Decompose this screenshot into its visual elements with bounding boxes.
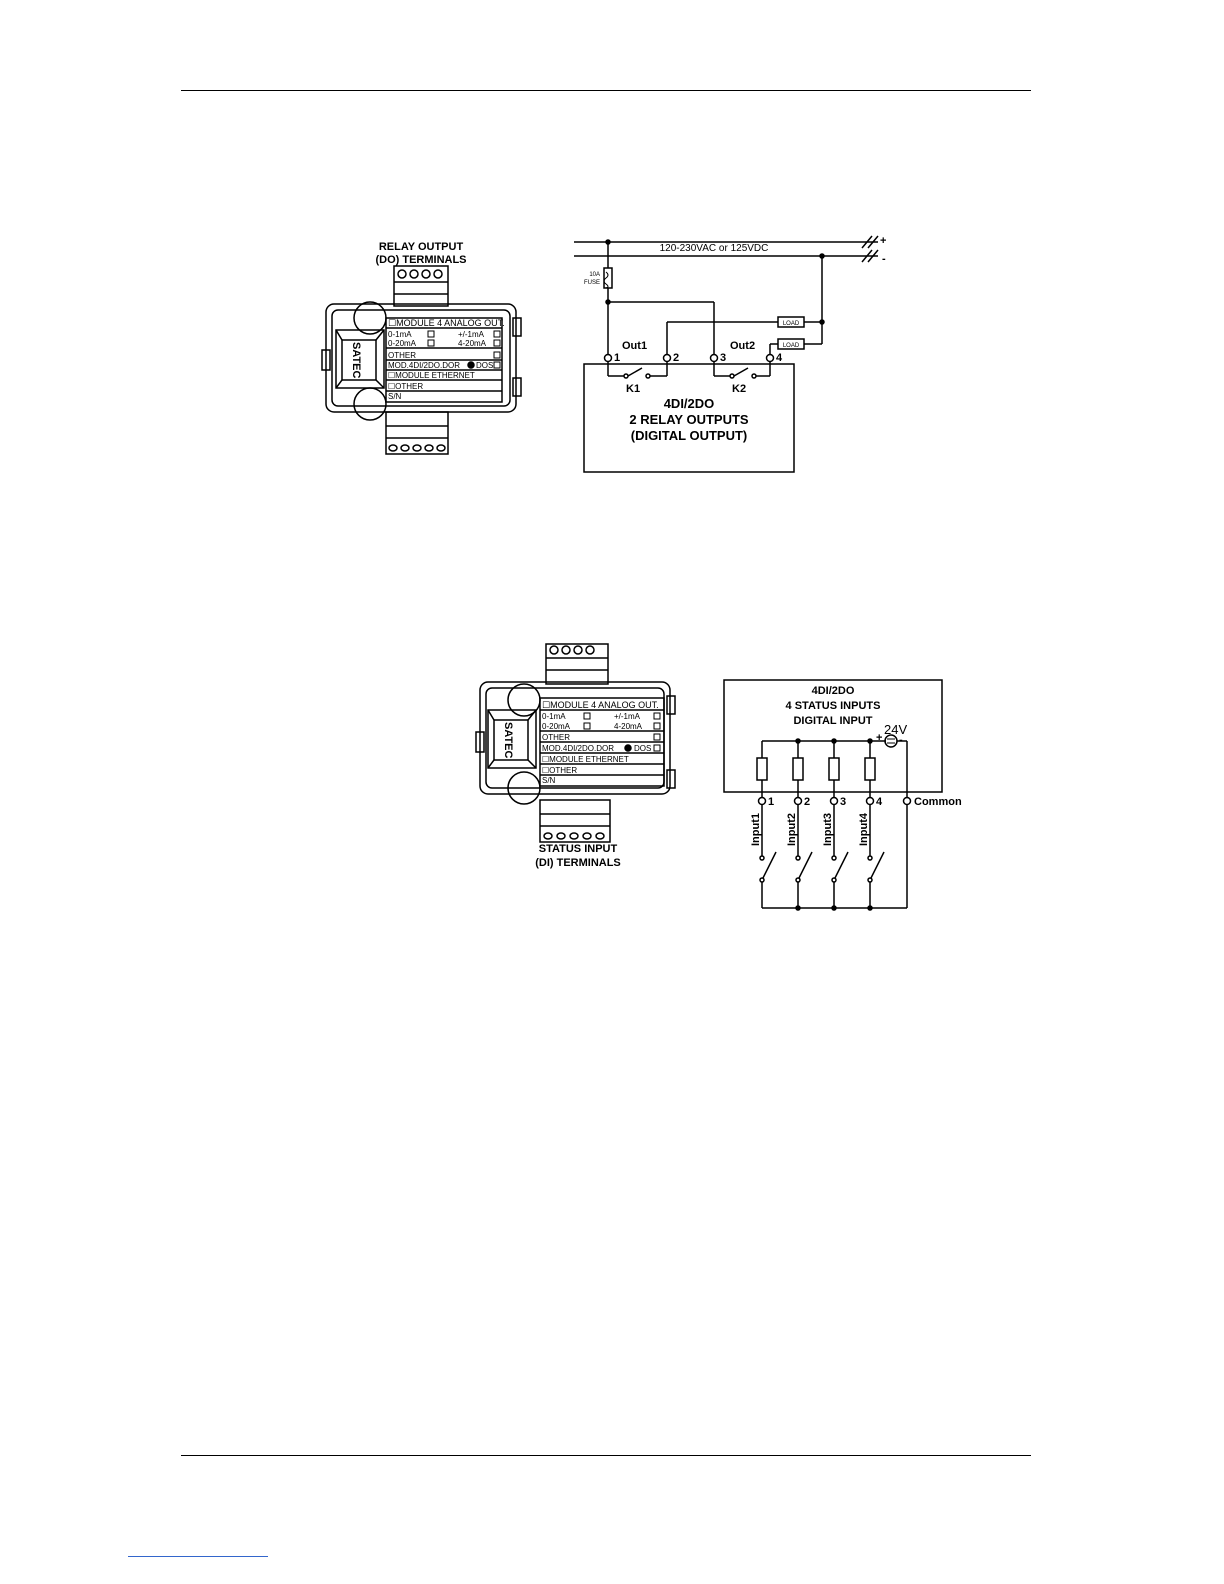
relay-module-drawing: RELAY OUTPUT (DO) TERMINALS SATEC ☐MODUL… [321, 241, 522, 455]
relay-label-other: OTHER [388, 351, 416, 360]
out1-label: Out1 [622, 340, 647, 352]
relay-label-0-20ma: 0-20mA [388, 339, 417, 348]
footnote-link-line [128, 1556, 268, 1557]
relay-label-ethernet: ☐MODULE ETHERNET [388, 371, 475, 380]
status-label-mod4di: MOD.4DI/2DO.DOR [542, 744, 614, 753]
input-1-label: Input1 [750, 813, 762, 846]
fuse-symbol [603, 267, 613, 289]
input-2-label: Input2 [786, 813, 798, 846]
input-terminal-4-label: 4 [876, 796, 883, 808]
status-top-knob [507, 683, 541, 717]
relay-terminal-4 [765, 353, 775, 363]
common-terminal [902, 796, 912, 806]
status-label-other: OTHER [542, 733, 570, 742]
input-terminal-2 [793, 796, 803, 806]
dc-source-voltage: 24V [884, 722, 907, 737]
relay-wiring-schematic: 120-230VAC or 125VDC + - 10A FUSE LOAD L… [574, 235, 886, 473]
relay-bottom-terminal-block [385, 411, 449, 455]
input-3-label: Input3 [822, 813, 834, 846]
relay-terminal-1 [603, 353, 613, 363]
fuse-rating: 10A [589, 272, 600, 278]
relay-label-mod4di: MOD.4DI/2DO.DOR [388, 361, 460, 370]
status-label-pm1ma: +/-1mA [614, 712, 641, 721]
input-terminal-3 [829, 796, 839, 806]
supply-voltage-label: 120-230VAC or 125VDC [660, 243, 769, 254]
out2-label: Out2 [730, 340, 755, 352]
input-terminal-3-label: 3 [840, 796, 846, 808]
status-label-0-1ma: 0-1mA [542, 712, 566, 721]
status-box-title: 4DI/2DO [812, 685, 855, 697]
input-resistor-4 [864, 757, 876, 781]
relay-label-analog: ☐MODULE 4 ANALOG OUT. [388, 318, 505, 328]
input-switches [759, 805, 885, 908]
status-box-subtitle: 4 STATUS INPUTS [786, 700, 881, 712]
status-module-box [723, 679, 943, 793]
relay-brand-logo: SATEC [350, 342, 362, 379]
status-terminals-caption-2: (DI) TERMINALS [535, 857, 621, 869]
k1-label: K1 [626, 383, 640, 395]
input-terminal-1 [757, 796, 767, 806]
dc-source-minus: - [899, 734, 903, 746]
relay-terminals-title-1: RELAY OUTPUT [379, 241, 464, 253]
status-label-dos: DOS [634, 744, 651, 753]
relay-terminal-3 [709, 353, 719, 363]
footer-rule [181, 1455, 1031, 1456]
relay-top-knob [353, 301, 387, 335]
common-terminal-label: Common [914, 796, 962, 808]
status-brand-logo: SATEC [502, 722, 514, 759]
status-terminals-caption-1: STATUS INPUT [539, 843, 618, 855]
relay-top-terminal-block [393, 265, 449, 307]
status-label-4-20ma: 4-20mA [614, 722, 643, 731]
relay-box-subtitle: 2 RELAY OUTPUTS [629, 412, 749, 427]
relay-box-caption: (DIGITAL OUTPUT) [631, 428, 748, 443]
status-label-sn: S/N [542, 776, 556, 785]
status-label-other2: ☐OTHER [542, 766, 577, 775]
status-label-ethernet: ☐MODULE ETHERNET [542, 755, 629, 764]
relay-terminal-1-label: 1 [614, 352, 620, 364]
relay-label-pm1ma: +/-1mA [458, 330, 485, 339]
status-box-caption: DIGITAL INPUT [793, 715, 872, 727]
input-resistor-3 [828, 757, 840, 781]
relay-label-dos: DOS [476, 361, 493, 370]
status-label-0-20ma: 0-20mA [542, 722, 571, 731]
fuse-label: FUSE [584, 280, 600, 286]
status-module-body [479, 681, 671, 795]
input-terminal-1-label: 1 [768, 796, 774, 808]
status-label-analog: ☐MODULE 4 ANALOG OUT. [542, 700, 659, 710]
relay-bottom-knob [353, 387, 387, 421]
status-top-terminal-block [545, 643, 609, 685]
k2-label: K2 [732, 383, 746, 395]
input-terminal-2-label: 2 [804, 796, 810, 808]
relay-label-sn: S/N [388, 392, 402, 401]
relay-box-title: 4DI/2DO [664, 396, 715, 411]
relay-module-box [583, 363, 795, 473]
relay-terminal-2 [662, 353, 672, 363]
relay-label-other2: ☐OTHER [388, 382, 423, 391]
load-1-label: LOAD [783, 321, 800, 327]
input-terminal-4 [865, 796, 875, 806]
header-rule [181, 90, 1031, 91]
status-bottom-knob [507, 771, 541, 805]
status-bottom-terminal-block [539, 799, 611, 843]
status-input-schematic: 4DI/2DO 4 STATUS INPUTS DIGITAL INPUT 24… [723, 679, 962, 911]
relay-label-4-20ma: 4-20mA [458, 339, 487, 348]
input-resistor-1 [756, 757, 768, 781]
status-module-drawing: SATEC ☐MODULE 4 ANALOG OUT. 0-1mA +/-1mA… [475, 643, 676, 869]
relay-terminal-4-label: 4 [776, 352, 783, 364]
input-4-label: Input4 [858, 812, 870, 846]
input-resistor-2 [792, 757, 804, 781]
supply-plus-sign: + [880, 235, 886, 247]
relay-terminal-3-label: 3 [720, 352, 726, 364]
relay-label-0-1ma: 0-1mA [388, 330, 412, 339]
load-2-label: LOAD [783, 343, 800, 349]
relay-terminals-title-2: (DO) TERMINALS [375, 254, 466, 266]
relay-terminal-2-label: 2 [673, 352, 679, 364]
supply-minus-sign: - [882, 253, 886, 265]
dc-source-plus: + [876, 732, 882, 744]
